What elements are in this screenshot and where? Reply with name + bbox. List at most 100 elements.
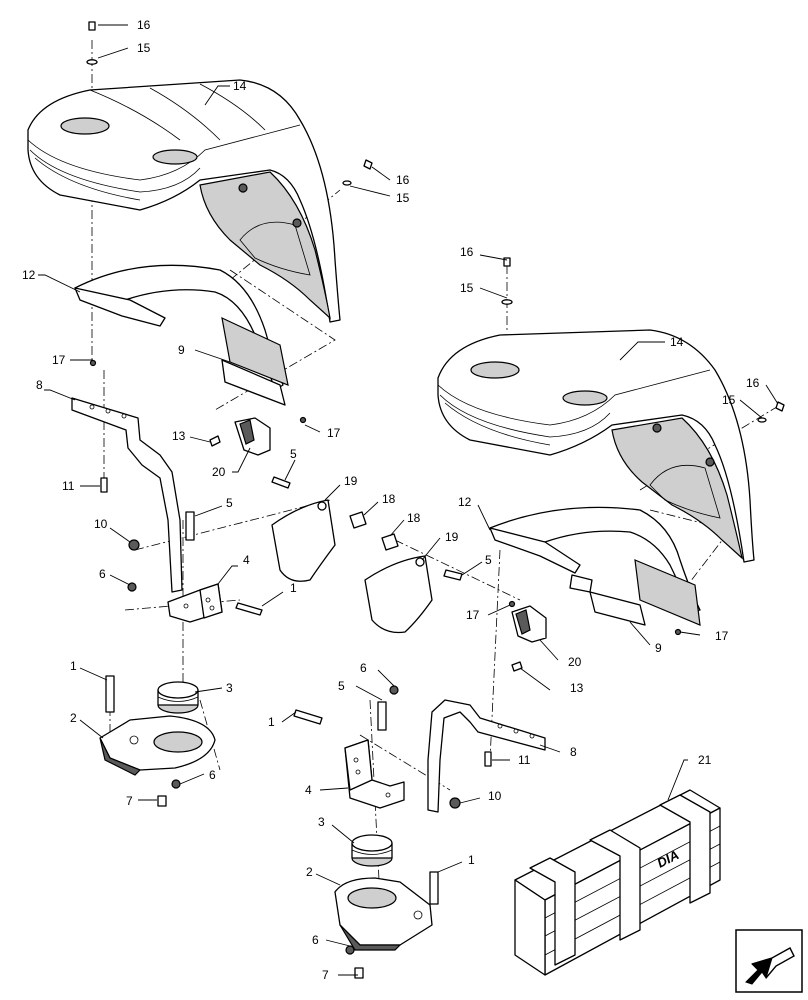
mount-bracket-right	[344, 739, 405, 809]
callout-16: 16	[746, 376, 760, 390]
callout-8: 8	[570, 745, 577, 759]
bolt-13-left	[209, 435, 221, 447]
right-fender-assembly	[293, 257, 785, 979]
bolt-1-right-a	[293, 709, 323, 725]
callout-18: 18	[407, 511, 421, 525]
bolt-11-left	[100, 477, 108, 493]
mudflap-right	[364, 555, 433, 634]
callout-13: 13	[570, 681, 584, 695]
callout-6: 6	[312, 933, 319, 947]
crate-kit: DIA	[514, 789, 721, 976]
callout-3: 3	[318, 815, 325, 829]
callout-11: 11	[62, 479, 75, 493]
callout-15: 15	[396, 191, 410, 205]
washer-15-right	[501, 299, 513, 305]
callout-15: 15	[460, 281, 474, 295]
washer-15-right-2	[757, 417, 767, 423]
callout-12: 12	[458, 495, 472, 509]
fender-bracket-left	[74, 264, 289, 406]
bolt-16-right-2	[775, 401, 785, 412]
callout-5: 5	[226, 496, 233, 510]
nut-6-left-b	[171, 779, 181, 789]
callout-5: 5	[338, 679, 345, 693]
mount-bracket-left	[167, 583, 223, 623]
bolt-5-right-a	[443, 569, 463, 581]
bolt-5-right-b	[377, 701, 387, 731]
nut-7-right	[354, 967, 364, 979]
bolt-1-left-a	[235, 602, 263, 616]
bolt-5-left-a	[271, 476, 291, 489]
callout-15: 15	[137, 41, 151, 55]
callout-9: 9	[178, 343, 185, 357]
mount-plate-left	[99, 715, 216, 776]
bolt-5-left-b	[185, 511, 195, 541]
callout-10: 10	[488, 789, 502, 803]
callout-15: 15	[722, 393, 736, 407]
callout-2: 2	[306, 865, 313, 879]
bolt-16-left-2	[342, 159, 373, 186]
callout-6: 6	[209, 768, 216, 782]
leader-lines	[38, 24, 779, 976]
bolt-16-left	[86, 21, 98, 65]
nut-17-left-b	[299, 416, 307, 424]
isolator-right	[351, 834, 393, 867]
isolator-left	[157, 681, 199, 714]
nut-17-right-b	[674, 628, 682, 636]
callout-13: 13	[172, 429, 186, 443]
callout-8: 8	[36, 378, 43, 392]
callout-5: 5	[290, 447, 297, 461]
callout-20: 20	[568, 655, 582, 669]
callout-4: 4	[305, 783, 312, 797]
callout-14: 14	[670, 335, 684, 349]
callout-19: 19	[344, 474, 358, 488]
callout-1: 1	[468, 853, 475, 867]
bolt-13-right	[511, 661, 523, 672]
fender-bracket-right	[489, 506, 701, 626]
nut-17-right-a	[508, 600, 516, 608]
fender-right	[437, 329, 755, 563]
nut-6-right-a	[389, 685, 399, 695]
nut-17-left-a	[89, 359, 97, 367]
return-arrow-icon[interactable]	[735, 929, 803, 993]
support-strap-left	[71, 397, 183, 593]
callout-1: 1	[268, 715, 275, 729]
callout-14: 14	[233, 79, 247, 93]
mudflap-left	[271, 499, 367, 582]
callout-9: 9	[655, 641, 662, 655]
bolt-1-right-b	[429, 871, 439, 905]
callout-16: 16	[460, 245, 474, 259]
clip-20-left	[234, 417, 271, 456]
callout-11: 11	[518, 753, 531, 767]
callout-5: 5	[485, 553, 492, 567]
callout-1: 1	[70, 659, 77, 673]
callout-10: 10	[94, 517, 108, 531]
support-strap-right	[427, 699, 546, 813]
nut-7-left	[157, 795, 167, 807]
bolt-1-left-b	[105, 675, 115, 713]
callout-7: 7	[322, 968, 329, 982]
callout-12: 12	[22, 268, 36, 282]
callout-16: 16	[396, 173, 410, 187]
callout-18: 18	[382, 492, 396, 506]
callout-3: 3	[226, 681, 233, 695]
callout-17: 17	[466, 608, 480, 622]
nut-6-right-b	[345, 945, 355, 955]
left-fender-assembly	[27, 21, 373, 807]
callout-6: 6	[360, 661, 367, 675]
callout-4: 4	[243, 553, 250, 567]
callout-19: 19	[445, 530, 459, 544]
callout-7: 7	[126, 794, 133, 808]
callout-17: 17	[327, 426, 341, 440]
washer-10-right	[449, 797, 461, 809]
callout-6: 6	[99, 567, 106, 581]
callout-1: 1	[290, 581, 297, 595]
callout-17: 17	[715, 629, 729, 643]
callout-17: 17	[52, 353, 66, 367]
pin-18-right	[381, 533, 399, 551]
callout-16: 16	[137, 18, 151, 32]
clip-20-right	[511, 605, 547, 643]
callouts: 16 15 14 16 15 12 17 9 8 13 17 20 11 5 1…	[22, 18, 760, 982]
washer-10-left	[128, 539, 140, 551]
mount-plate-right	[334, 877, 433, 951]
